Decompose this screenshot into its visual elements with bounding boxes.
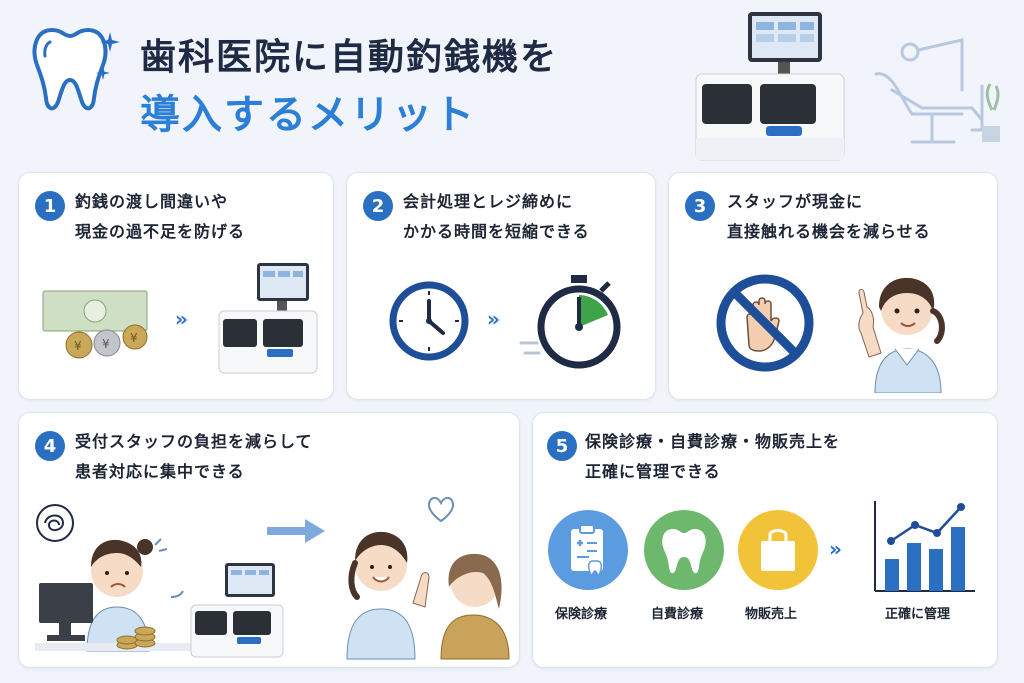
- svg-text:¥: ¥: [102, 337, 110, 351]
- benefit-card-5: 5 保険診療・自費診療・物販売上を 正確に管理できる 保険診療 自費診療 物販売…: [532, 412, 998, 668]
- card-text-line2: 現金の過不足を防げる: [75, 222, 246, 241]
- arrow-right-icon: [267, 519, 325, 543]
- category-label: 保険診療: [555, 607, 608, 622]
- dental-chair-icon: [874, 38, 1000, 144]
- page-title: 歯科医院に自動釣銭機を: [140, 37, 559, 78]
- stopwatch-icon: [519, 275, 621, 369]
- card-text-line1: 会計処理とレジ締めに: [403, 192, 574, 211]
- stressed-receptionist-illustration: [35, 504, 199, 652]
- card-text-line1: 釣銭の渡し間違いや: [75, 192, 229, 211]
- clock-icon: [389, 281, 469, 361]
- card-text-line2: かかる時間を短縮できる: [403, 222, 590, 241]
- no-touch-icon: [716, 274, 814, 372]
- managed-label: 正確に管理: [885, 607, 951, 622]
- benefit-card-1: 1 釣銭の渡し間違いや 現金の過不足を防げる ¥ ¥ ¥ »: [18, 172, 334, 400]
- card-text-line1: 受付スタッフの負担を減らして: [75, 432, 313, 451]
- benefit-card-4: 4 受付スタッフの負担を減らして 患者対応に集中できる: [18, 412, 520, 668]
- arrow-icon: »: [829, 537, 842, 561]
- card-text-line2: 患者対応に集中できる: [75, 462, 245, 481]
- number-badge: 3: [685, 191, 715, 221]
- cash-machine-illustration: [695, 12, 845, 161]
- cash-machine-icon: [190, 563, 284, 658]
- card-text-line1: スタッフが現金に: [727, 192, 864, 211]
- number-badge: 5: [547, 431, 577, 461]
- cash-machine-icon: [218, 263, 318, 374]
- arrow-icon: »: [487, 307, 500, 331]
- money-icon: ¥ ¥ ¥: [42, 290, 148, 359]
- sparkle-icon: [96, 66, 110, 80]
- card-text-line1: 保険診療・自費診療・物販売上を: [585, 432, 841, 451]
- number-badge: 1: [35, 191, 65, 221]
- tooth-icon: [644, 510, 724, 590]
- bar-chart-icon: [874, 501, 975, 592]
- number-badge: 4: [35, 431, 65, 461]
- benefit-card-2: 2 会計処理とレジ締めに かかる時間を短縮できる »: [346, 172, 656, 400]
- category-label: 自費診療: [651, 607, 704, 622]
- clipboard-icon: [548, 510, 628, 590]
- coin-stack-icon: [116, 626, 156, 650]
- tooth-logo-icon: [32, 27, 108, 111]
- svg-text:¥: ¥: [130, 331, 138, 345]
- sparkle-icon: [100, 32, 120, 52]
- benefit-card-3: 3 スタッフが現金に 直接触れる機会を減らせる: [668, 172, 998, 400]
- staff-pointing-illustration: [858, 277, 945, 393]
- category-label: 物販売上: [745, 607, 798, 622]
- svg-text:¥: ¥: [74, 339, 82, 353]
- shopping-bag-icon: [738, 510, 818, 590]
- arrow-icon: »: [175, 307, 188, 331]
- number-badge: 2: [363, 191, 393, 221]
- card-text-line2: 直接触れる機会を減らせる: [727, 222, 931, 241]
- card-text-line2: 正確に管理できる: [585, 462, 721, 481]
- staff-and-patient-illustration: [346, 497, 510, 660]
- page-subtitle: 導入するメリット: [140, 92, 476, 138]
